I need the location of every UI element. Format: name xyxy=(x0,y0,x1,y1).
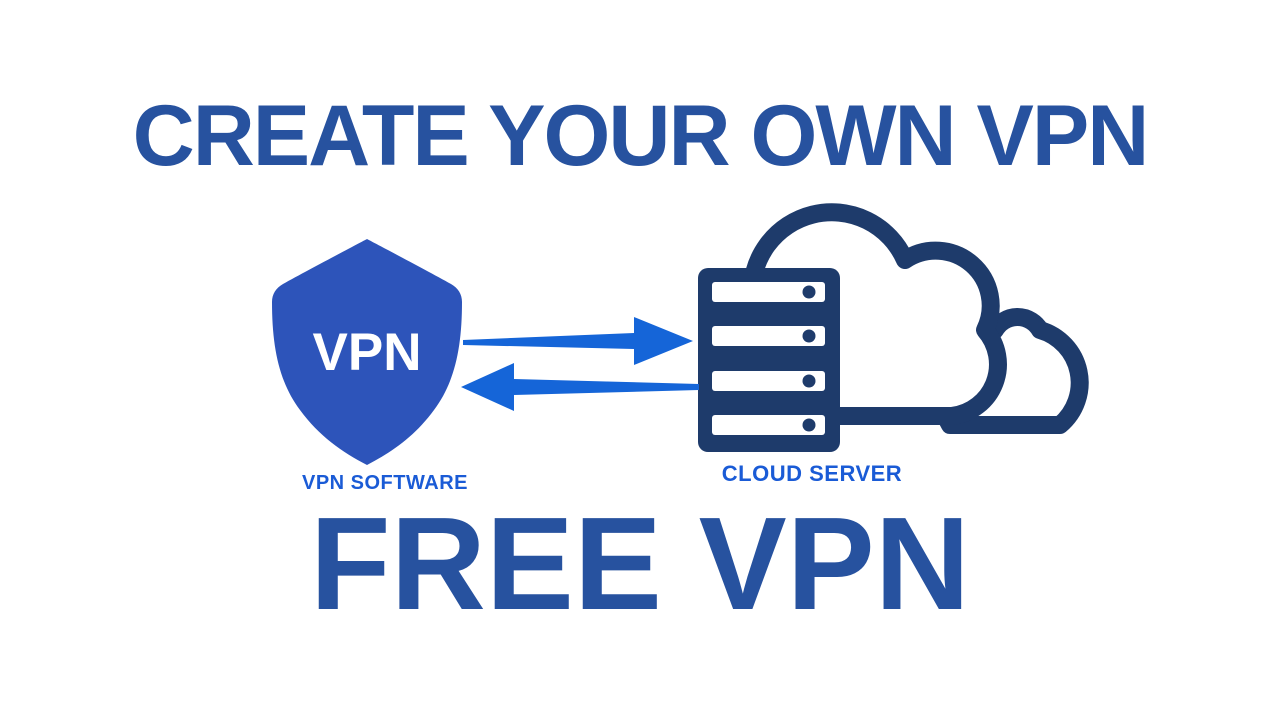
page-title: CREATE YOUR OWN VPN xyxy=(132,88,1150,184)
caption-vpn-software: VPN SOFTWARE xyxy=(301,472,468,494)
server-led xyxy=(802,374,816,388)
server-led xyxy=(802,329,816,343)
server-slot xyxy=(712,415,825,435)
caption-cloud-server: CLOUD SERVER xyxy=(721,461,903,486)
server-icon xyxy=(698,268,840,452)
arrow-right-icon xyxy=(463,317,693,365)
server-led xyxy=(802,285,816,299)
shield-body xyxy=(272,239,462,465)
arrow-left-icon xyxy=(461,363,699,411)
server-slot xyxy=(712,326,825,346)
server-led xyxy=(802,418,816,432)
footer-headline: FREE VPN xyxy=(309,490,971,637)
shield-label: VPN xyxy=(313,323,422,382)
server-slots xyxy=(712,282,825,435)
server-slot xyxy=(712,282,825,302)
vpn-shield-icon: VPN xyxy=(272,239,462,465)
server-slot xyxy=(712,371,825,391)
server-body xyxy=(698,268,840,452)
